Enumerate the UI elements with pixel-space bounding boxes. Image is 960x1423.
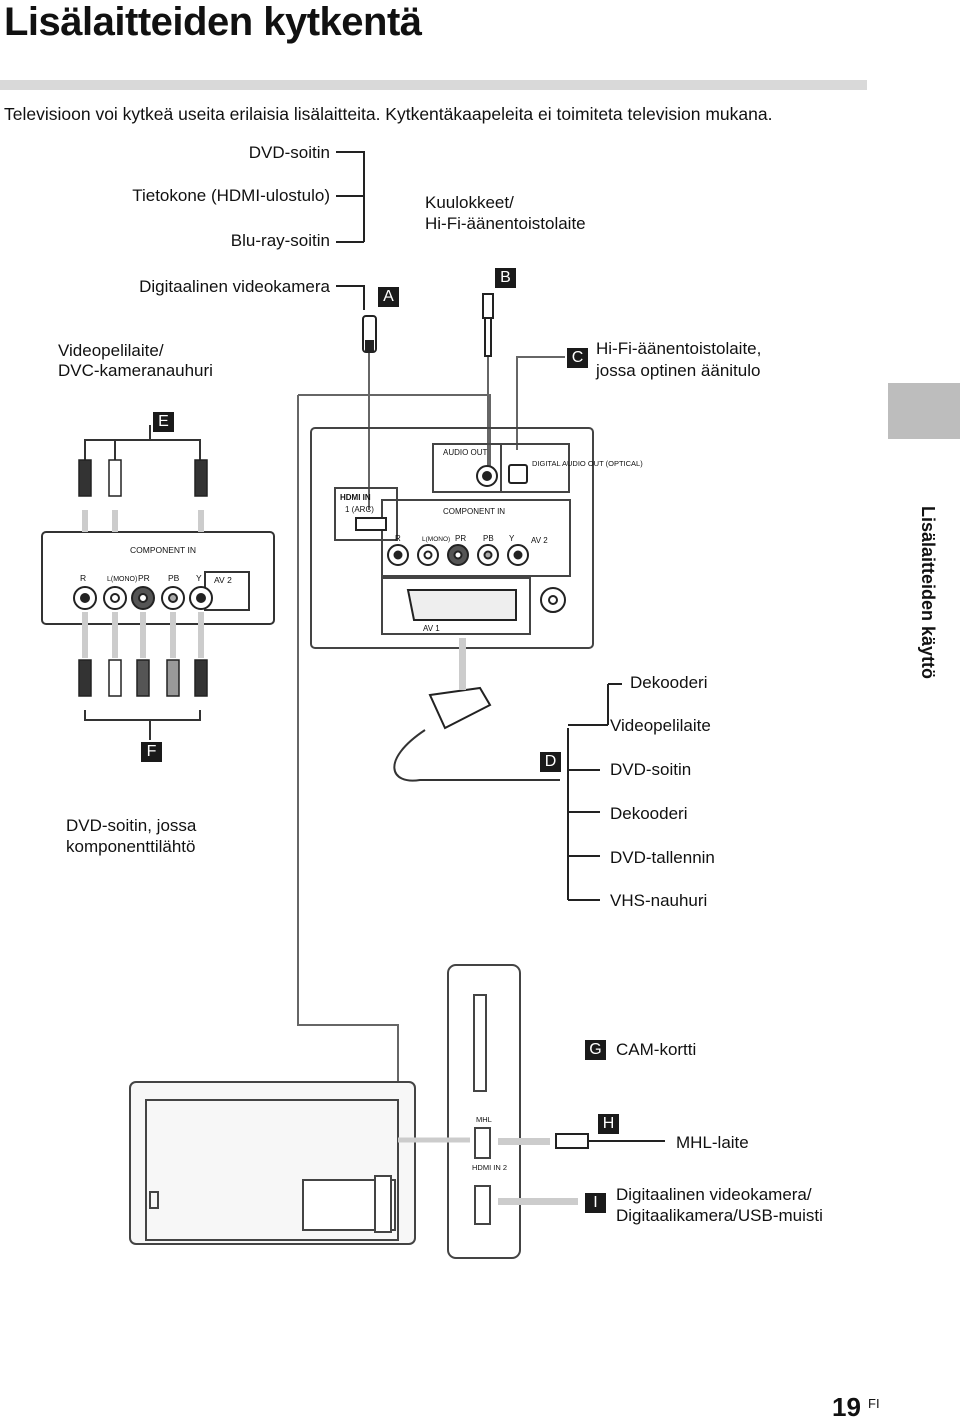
panel-audio-out: AUDIO OUT bbox=[443, 448, 488, 457]
tv-side-panel bbox=[447, 964, 521, 1259]
panel-left-av2: AV 2 bbox=[214, 575, 232, 585]
panel-lmono: L(MONO) bbox=[422, 536, 450, 543]
scart-plug-icon bbox=[428, 686, 492, 730]
side-tab bbox=[888, 383, 960, 439]
page-title: Lisälaitteiden kytkentä bbox=[4, 0, 422, 44]
label-headphones-1: Kuulokkeet/ bbox=[425, 193, 514, 212]
label-decoder-1: Dekooderi bbox=[630, 673, 708, 692]
label-component-2: komponenttilähtö bbox=[66, 837, 196, 856]
device-bracket-top bbox=[336, 151, 365, 243]
marker-f: F bbox=[141, 742, 162, 762]
camcorder-line bbox=[336, 285, 365, 310]
label-component-1: DVD-soitin, jossa bbox=[66, 816, 197, 835]
panel-left-pb: PB bbox=[168, 573, 180, 583]
panel-av1: AV 1 bbox=[423, 624, 440, 633]
label-game-console: Videopelilaite bbox=[610, 716, 711, 735]
rca-sockets-left bbox=[73, 586, 213, 610]
marker-h: H bbox=[598, 1114, 619, 1134]
panel-left-y: Y bbox=[196, 573, 202, 583]
marker-i: I bbox=[585, 1193, 606, 1213]
intro-text: Televisioon voi kytkeä useita erilaisia … bbox=[4, 104, 773, 124]
label-computer: Tietokone (HDMI-ulostulo) bbox=[132, 186, 330, 205]
tv-connector-panel bbox=[310, 427, 594, 649]
side-mhl: MHL bbox=[476, 1115, 492, 1124]
label-headphones-2: Hi-Fi-äänentoistolaite bbox=[425, 214, 586, 233]
panel-component-in: COMPONENT IN bbox=[443, 507, 505, 516]
panel-av2: AV 2 bbox=[531, 536, 548, 545]
marker-b: B bbox=[495, 268, 516, 288]
label-bluray: Blu-ray-soitin bbox=[230, 231, 330, 250]
title-rule bbox=[0, 80, 867, 90]
headphone-jack-icon bbox=[482, 293, 494, 357]
panel-left-r: R bbox=[80, 573, 86, 583]
arrows-top bbox=[82, 510, 204, 532]
label-hifi-1: Hi-Fi-äänentoistolaite, bbox=[596, 339, 762, 358]
scart-socket-icon bbox=[406, 589, 517, 621]
marker-g: G bbox=[585, 1040, 606, 1060]
label-dvd-recorder: DVD-tallennin bbox=[610, 848, 715, 867]
rca-plugs-bottom bbox=[78, 659, 208, 697]
hdmi-plug-icon bbox=[362, 315, 377, 353]
page-suffix: FI bbox=[868, 1396, 880, 1411]
label-vhs: VHS-nauhuri bbox=[610, 891, 708, 910]
label-game-2: DVC-kameranauhuri bbox=[58, 361, 213, 380]
label-mhl: MHL-laite bbox=[676, 1133, 749, 1152]
panel-digital-audio: DIGITAL AUDIO OUT (OPTICAL) bbox=[532, 459, 643, 468]
label-dvd: DVD-soitin bbox=[248, 143, 330, 162]
label-dvd-2: DVD-soitin bbox=[610, 760, 692, 779]
mhl-arrow bbox=[498, 1138, 550, 1145]
label-usb-1: Digitaalinen videokamera/ bbox=[616, 1185, 812, 1204]
label-camcorder: Digitaalinen videokamera bbox=[139, 277, 330, 296]
label-hifi-2: jossa optinen äänitulo bbox=[596, 361, 761, 380]
rca-plugs-top bbox=[78, 459, 208, 497]
tv-rca-sockets bbox=[387, 464, 566, 613]
label-game-1: Videopelilaite/ bbox=[58, 341, 164, 360]
label-usb-2: Digitaalikamera/USB-muisti bbox=[616, 1206, 823, 1225]
panel-y: Y bbox=[509, 534, 515, 543]
scart-arrow bbox=[459, 638, 466, 690]
panel-r: R bbox=[395, 534, 401, 543]
hdmi-port-icon bbox=[355, 517, 387, 531]
panel-pb: PB bbox=[483, 534, 494, 543]
mhl-plug-icon bbox=[555, 1133, 665, 1149]
panel-hdmi-in: HDMI IN bbox=[340, 493, 371, 502]
page-number: 19 bbox=[832, 1392, 861, 1422]
marker-a: A bbox=[378, 287, 399, 307]
panel-hdmi-1: 1 (ARC) bbox=[345, 505, 374, 514]
side-hdmi2: HDMI IN 2 bbox=[472, 1163, 507, 1172]
panel-left-pr: PR bbox=[138, 573, 150, 583]
panel-pr: PR bbox=[455, 534, 466, 543]
label-decoder-2: Dekooderi bbox=[610, 804, 688, 823]
arrows-bottom bbox=[82, 612, 204, 658]
panel-left-lmono: L(MONO) bbox=[107, 576, 137, 583]
marker-e: E bbox=[153, 412, 174, 432]
marker-d: D bbox=[540, 752, 561, 772]
label-cam: CAM-kortti bbox=[616, 1040, 697, 1059]
marker-c: C bbox=[567, 348, 588, 368]
tv-rear-body bbox=[129, 1081, 416, 1245]
panel-left-component: COMPONENT IN bbox=[130, 545, 196, 555]
usb-arrow bbox=[498, 1198, 578, 1205]
